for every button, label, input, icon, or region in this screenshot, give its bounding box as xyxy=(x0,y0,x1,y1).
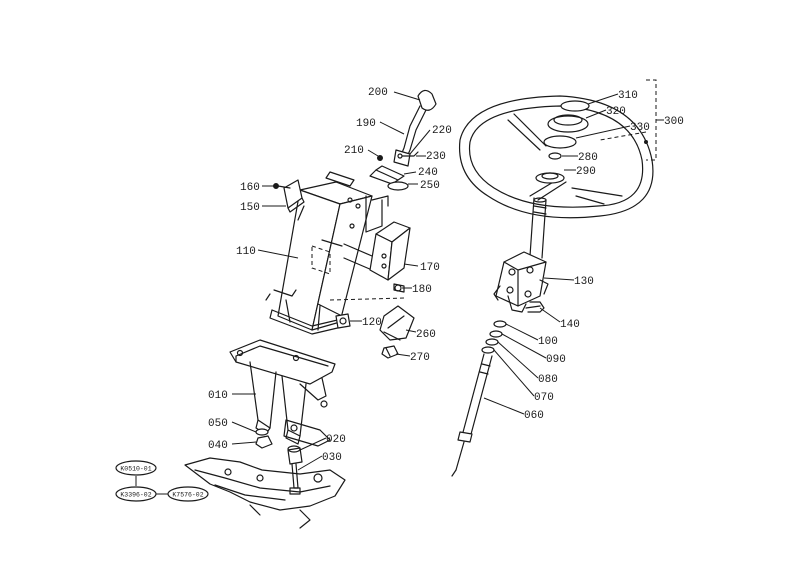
lower-shaft-060-part xyxy=(451,353,493,477)
pin-210-part xyxy=(377,155,383,161)
part-label[interactable]: 230 xyxy=(426,151,446,163)
washer-050-part xyxy=(255,428,269,436)
part-label[interactable]: 270 xyxy=(410,352,430,364)
cover-260-part xyxy=(379,305,415,341)
ring-070-part xyxy=(481,346,495,354)
reference-codes: K0510-01 K3396-02 K7576-02 xyxy=(115,460,209,502)
part-label[interactable]: 100 xyxy=(538,336,558,348)
part-label[interactable]: 200 xyxy=(368,87,388,99)
cap-310-part xyxy=(560,100,590,112)
bolt-030-part xyxy=(289,463,301,495)
nut-270-part xyxy=(381,345,399,359)
bolt-140-part xyxy=(525,301,545,313)
part-label[interactable]: 190 xyxy=(356,118,376,130)
part-label[interactable]: 260 xyxy=(416,329,436,341)
steering-shaft-part xyxy=(529,197,547,259)
part-label[interactable]: 310 xyxy=(618,90,638,102)
reference-code: K3396-02 xyxy=(120,492,151,499)
pin-230-part xyxy=(401,151,419,157)
part-label[interactable]: 320 xyxy=(606,106,626,118)
part-label[interactable]: 010 xyxy=(208,390,228,402)
part-label[interactable]: 280 xyxy=(578,152,598,164)
reference-oval-k0510[interactable]: K0510-01 xyxy=(115,460,157,476)
base-bracket-010-part xyxy=(229,339,336,447)
part-label[interactable]: 330 xyxy=(630,122,650,134)
part-label[interactable]: 120 xyxy=(362,317,382,329)
part-label[interactable]: 060 xyxy=(524,410,544,422)
bolt-120-part xyxy=(335,313,351,329)
part-label[interactable]: 240 xyxy=(418,167,438,179)
part-label[interactable]: 020 xyxy=(326,434,346,446)
part-label[interactable]: 220 xyxy=(432,125,452,137)
emblem-330-part xyxy=(543,135,577,149)
floor-frame-part xyxy=(184,457,346,529)
part-label[interactable]: 080 xyxy=(538,374,558,386)
part-label[interactable]: 050 xyxy=(208,418,228,430)
bushing-250-part xyxy=(387,181,409,191)
part-label[interactable]: 030 xyxy=(322,452,342,464)
reference-code: K0510-01 xyxy=(120,466,151,473)
steering-wheel-drawing xyxy=(451,95,654,477)
shaft-240-part xyxy=(369,165,405,185)
reference-oval-k3396[interactable]: K3396-02 xyxy=(115,486,157,502)
bracket-170-part xyxy=(369,221,411,281)
ring-100-part xyxy=(493,320,507,328)
ring-090-part xyxy=(489,330,503,338)
ring-080-part xyxy=(485,338,499,346)
part-label[interactable]: 150 xyxy=(240,202,260,214)
part-label[interactable]: 140 xyxy=(560,319,580,331)
part-label[interactable]: 130 xyxy=(574,276,594,288)
part-label[interactable]: 070 xyxy=(534,392,554,404)
column-support-drawing xyxy=(184,89,437,529)
nut-280-part xyxy=(548,152,562,160)
steering-gearbox-130-part xyxy=(493,251,549,313)
leader-lines xyxy=(135,79,664,495)
cover-320-part xyxy=(547,114,589,133)
bracket-150-part xyxy=(273,179,305,213)
bolt-180-part xyxy=(393,283,405,293)
shift-lever-190-part xyxy=(393,89,437,167)
part-label[interactable]: 250 xyxy=(420,180,440,192)
part-label[interactable]: 170 xyxy=(420,262,440,274)
part-label[interactable]: 210 xyxy=(344,145,364,157)
hub-290-part xyxy=(535,172,565,184)
part-label[interactable]: 290 xyxy=(576,166,596,178)
part-label[interactable]: 040 xyxy=(208,440,228,452)
part-label[interactable]: 160 xyxy=(240,182,260,194)
pin-020-part xyxy=(287,445,303,465)
part-label[interactable]: 090 xyxy=(546,354,566,366)
part-label[interactable]: 110 xyxy=(236,246,256,258)
reference-code: K7576-02 xyxy=(172,492,203,499)
steering-wheel-rim-part xyxy=(458,95,654,219)
part-label[interactable]: 180 xyxy=(412,284,432,296)
part-label[interactable]: 300 xyxy=(664,116,684,128)
part-labels: 200 190 220 210 230 240 250 160 150 110 … xyxy=(208,87,684,464)
nut-040-part xyxy=(255,435,273,449)
reference-oval-k7576[interactable]: K7576-02 xyxy=(167,486,209,502)
